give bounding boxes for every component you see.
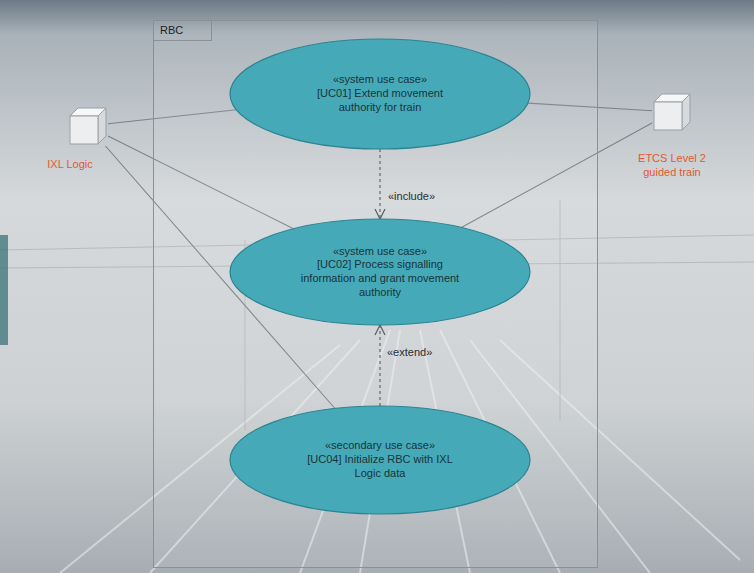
use-case-ellipse: «system use case»[UC01] Extend movement …: [229, 38, 531, 150]
stereotype: «system use case»: [300, 73, 460, 87]
edge-label: «extend»: [387, 346, 432, 358]
use-case-text: «secondary use case»[UC04] Initialize RB…: [300, 439, 460, 480]
cube-front: [70, 116, 98, 144]
stereotype: «secondary use case»: [300, 439, 460, 453]
stereotype: «system use case»: [300, 245, 460, 259]
cube-front: [654, 102, 682, 130]
use-case-ellipse: «secondary use case»[UC04] Initialize RB…: [229, 405, 531, 515]
use-case-name: [UC02] Process signalling information an…: [300, 258, 460, 299]
actor-box: ETCS Level 2 guided train: [652, 92, 692, 132]
use-case-outline: [230, 406, 530, 514]
use-case-text: «system use case»[UC01] Extend movement …: [300, 73, 460, 114]
use-case-ellipse: «system use case»[UC02] Process signalli…: [229, 218, 531, 326]
use-case-name: [UC04] Initialize RBC with IXL Logic dat…: [300, 453, 460, 481]
actor-icon: [68, 106, 108, 146]
actor-icon: [652, 92, 692, 132]
cube-side: [682, 94, 690, 130]
cube-side: [98, 108, 106, 144]
edge-label: «include»: [388, 190, 435, 202]
use-case-outline: [230, 39, 530, 149]
edge-strip: [0, 235, 8, 345]
use-case-outline: [230, 219, 530, 325]
actor-name: ETCS Level 2 guided train: [627, 152, 717, 180]
boundary-name: RBC: [154, 21, 212, 41]
system-boundary: RBC«system use case»[UC01] Extend moveme…: [153, 20, 598, 568]
use-case-text: «system use case»[UC02] Process signalli…: [300, 245, 460, 300]
actor-box: IXL Logic: [68, 106, 108, 146]
use-case-name: [UC01] Extend movement authority for tra…: [300, 87, 460, 115]
actor-name: IXL Logic: [47, 158, 92, 172]
